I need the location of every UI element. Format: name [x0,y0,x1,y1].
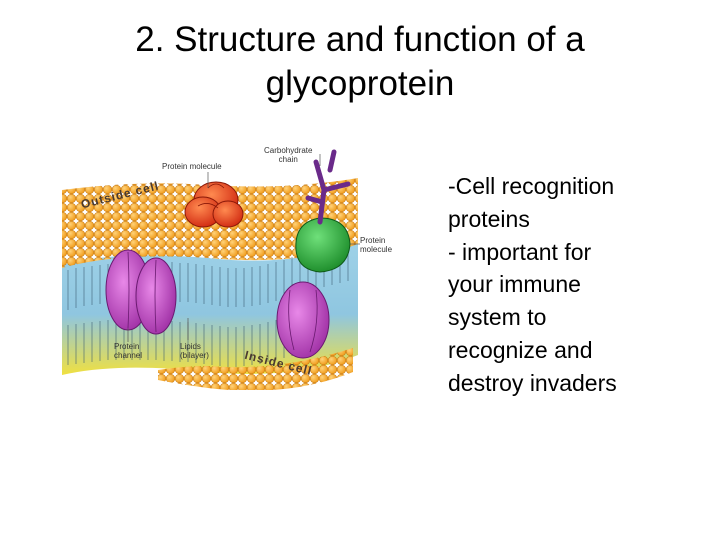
cell-membrane-diagram: Outside cell Inside cell Protein molecul… [58,140,404,390]
body-line-2: proteins [448,205,530,232]
protein-right-label-line-2: molecule [360,245,393,254]
lipids-label-line-1: Lipids [180,342,201,351]
protein-right-label-line-1: Protein [360,236,386,245]
carbohydrate-chain-label: Carbohydrate chain [264,146,312,164]
carbohydrate-label-line-2: chain [278,155,298,164]
protein-channel-label-line-1: Protein [114,342,140,351]
protein-molecule-top-label: Protein molecule [162,162,222,171]
body-line-7: destroy invaders [448,369,617,396]
body-line-6: recognize and [448,336,593,363]
protein-molecule-red [184,181,244,228]
protein-channel-label: Protein channel [114,342,142,360]
membrane-illustration [62,149,360,390]
carbohydrate-label-line-1: Carbohydrate [264,146,313,155]
protein-molecule-right-label: Protein molecule [360,236,392,254]
protein-molecule-green [295,217,351,273]
inner-lipid-heads [158,348,353,390]
body-line-3: - important for [448,238,592,265]
carbohydrate-chain [305,149,351,225]
protein-channel-right [276,281,330,359]
slide-body-text: -Cell recognition proteins - important f… [448,170,710,400]
title-line-1: 2. Structure and function of a [135,20,585,59]
protein-channel [105,249,177,335]
body-line-1: -Cell recognition [448,173,615,199]
lipids-label-line-2: (bilayer) [180,351,209,360]
slide-title: 2. Structure and function of a glycoprot… [60,18,660,106]
title-line-2: glycoprotein [265,64,455,103]
leader-lines [127,154,360,342]
protein-channel-label-line-2: channel [114,351,143,360]
lipids-label: Lipids (bilayer) [180,342,209,360]
body-line-4: your immune [448,271,581,298]
body-line-5: system to [448,304,547,331]
